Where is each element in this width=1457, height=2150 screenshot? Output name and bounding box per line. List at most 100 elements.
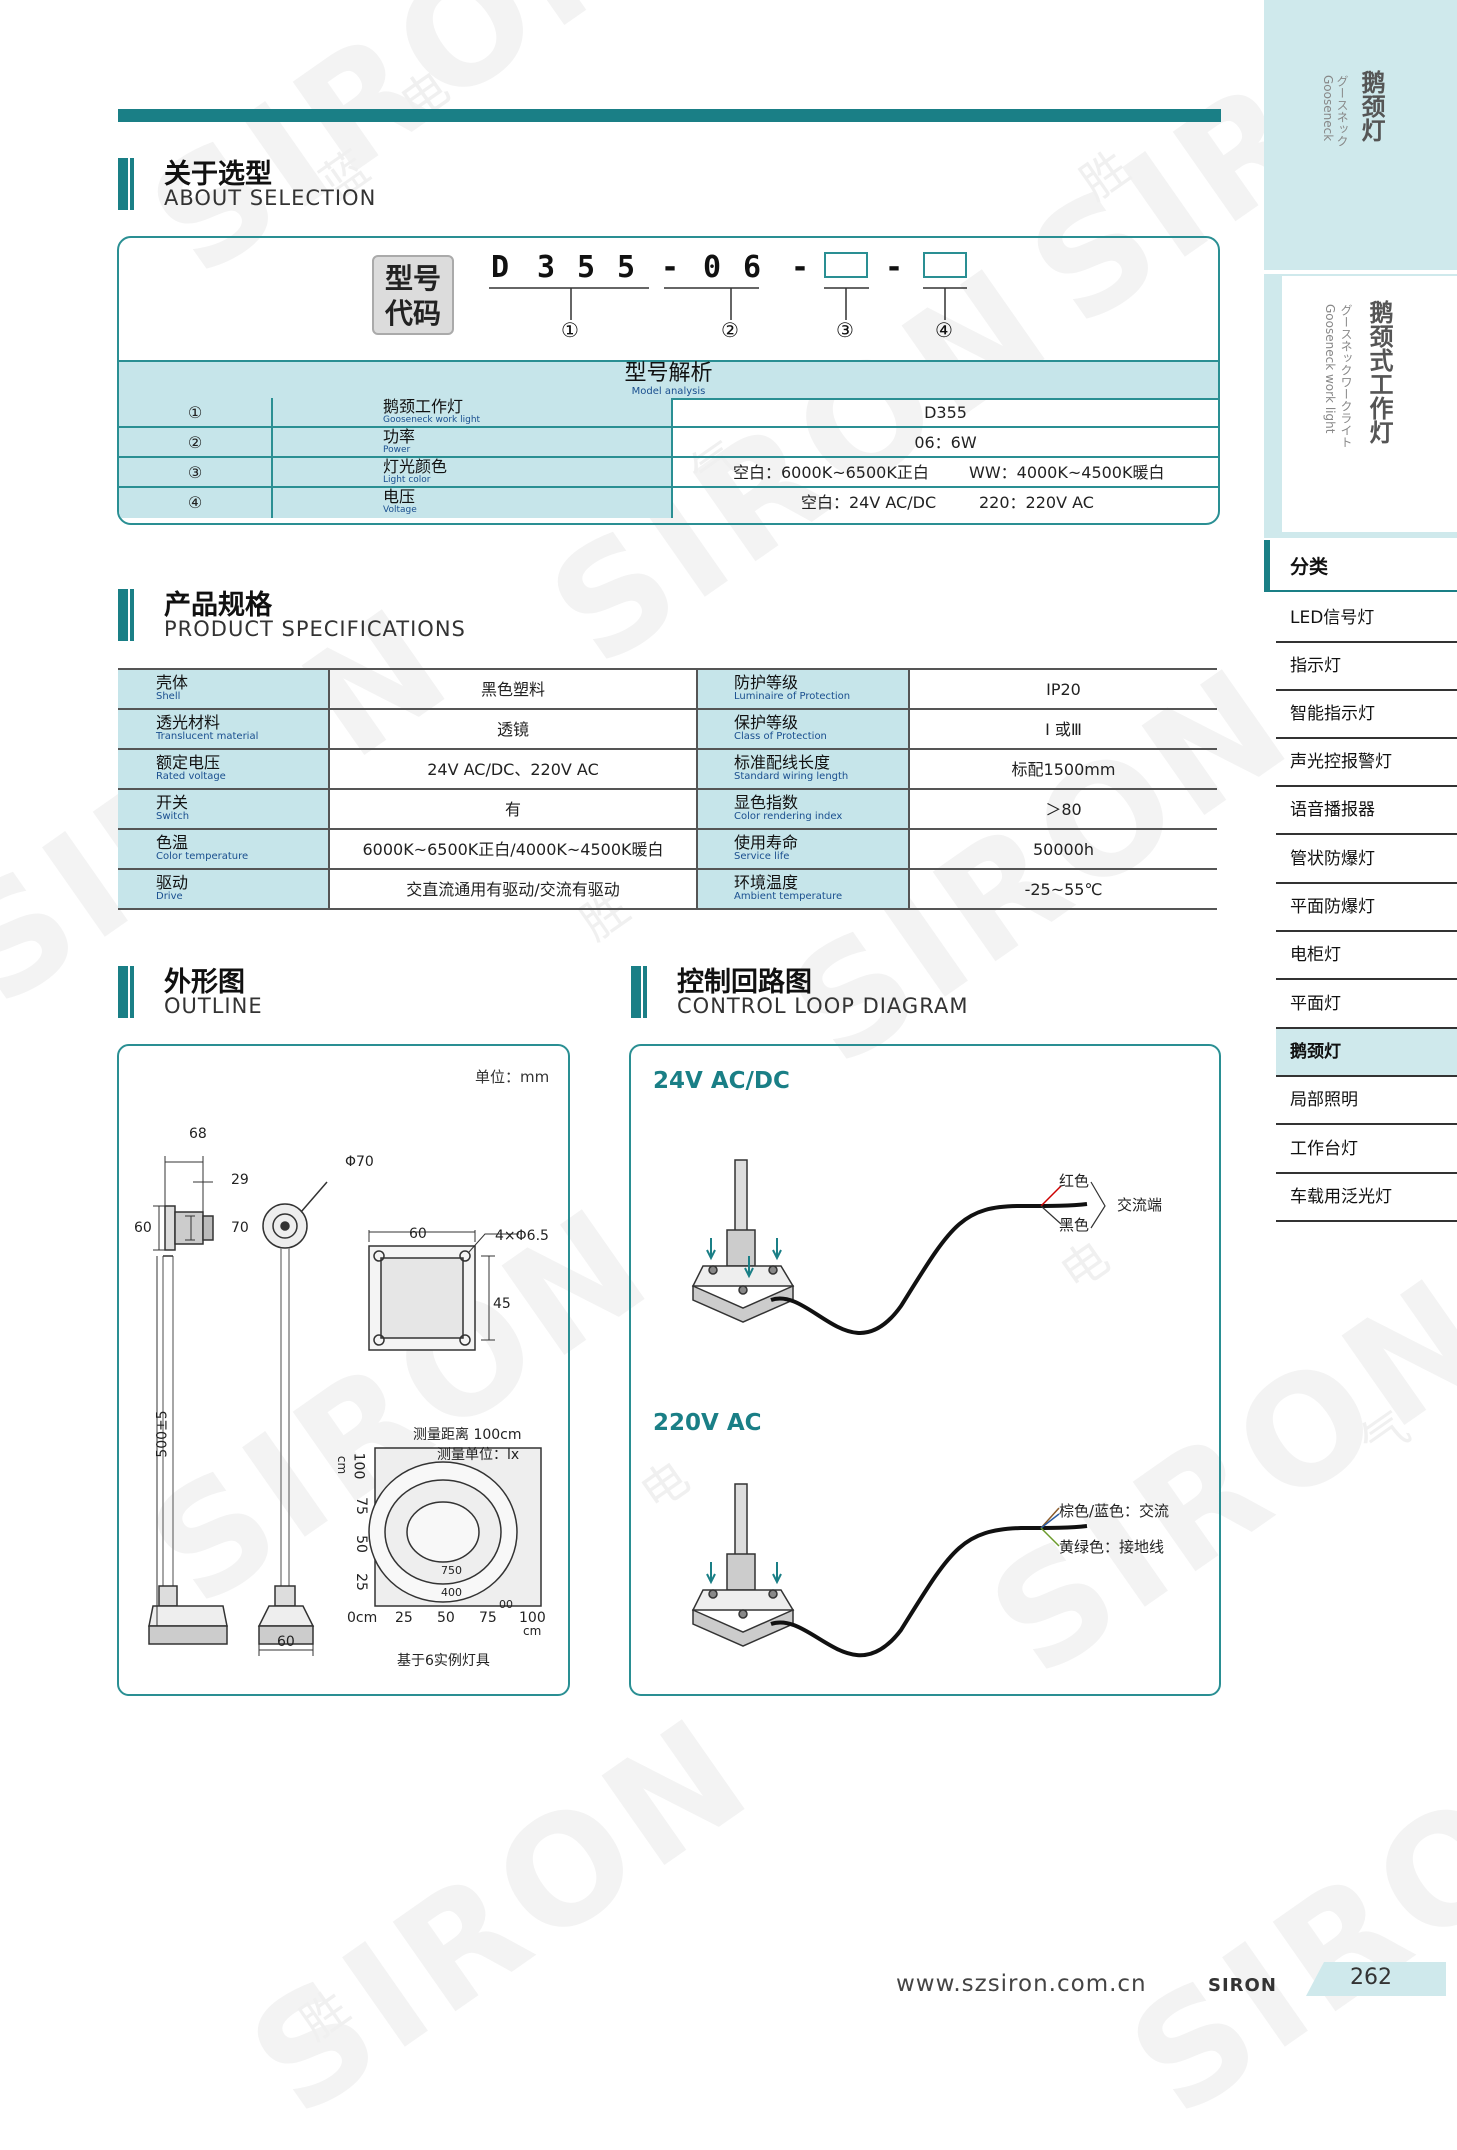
category-header: 分类 bbox=[1264, 540, 1457, 592]
spec-label-zh: 色温 bbox=[156, 833, 189, 852]
code-slot-4 bbox=[923, 252, 967, 278]
sidebar-series-panel: 鹅颈灯 グースネック Gooseneck bbox=[1264, 0, 1457, 270]
spec-value: 黑色塑料 bbox=[330, 670, 698, 708]
model-code-box: 型号 代码 D 3 5 5 - 0 6 - - ① ② ③ ④ 型号解析 Mod… bbox=[117, 236, 1220, 525]
top-accent-bar bbox=[118, 109, 1221, 122]
code-brackets bbox=[489, 287, 967, 320]
category-item[interactable]: 平面灯 bbox=[1276, 981, 1457, 1029]
row-label-zh: 功率 bbox=[383, 427, 416, 446]
category-item[interactable]: 语音播报器 bbox=[1276, 787, 1457, 835]
section-marker bbox=[631, 966, 647, 1018]
spec-label-en: Rated voltage bbox=[156, 771, 226, 782]
spec-label-en: Color temperature bbox=[156, 851, 249, 862]
category-item[interactable]: 工作台灯 bbox=[1276, 1126, 1457, 1174]
photometry-x-tick: 75 bbox=[479, 1610, 497, 1626]
spec-value: 透镜 bbox=[330, 710, 698, 748]
spec-value: -25~55℃ bbox=[1024, 880, 1103, 899]
badge-line2: 代码 bbox=[384, 297, 441, 330]
sidebar-subseries-jp: グースネックワークライト bbox=[1339, 304, 1353, 448]
photometry-x-unit: cm bbox=[523, 1624, 542, 1638]
wire-yellow-green: 黄绿色：接地线 bbox=[1059, 1538, 1165, 1556]
photometry-y-unit: cm bbox=[335, 1455, 350, 1475]
model-analysis-title: 型号解析 Model analysis bbox=[119, 360, 1218, 400]
spec-label-en: Switch bbox=[156, 811, 190, 822]
sidebar-band bbox=[1264, 274, 1280, 532]
code-slot-3 bbox=[824, 252, 868, 278]
spec-label-zh: 使用寿命 bbox=[734, 833, 799, 852]
contour-label: 400 bbox=[441, 1586, 462, 1599]
section-title-zh: 关于选型 bbox=[164, 159, 272, 190]
row-number: ① bbox=[119, 398, 271, 426]
control-diagram bbox=[691, 1159, 1106, 1658]
row-label-zh: 鹅颈工作灯 bbox=[383, 397, 464, 416]
dim-plate-60: 60 bbox=[409, 1226, 427, 1242]
category-item[interactable]: LED信号灯 bbox=[1276, 595, 1457, 643]
dim-plate-45: 45 bbox=[493, 1296, 511, 1312]
code-char: 3 bbox=[537, 250, 556, 285]
row-label-en: Gooseneck work light bbox=[383, 415, 481, 425]
circuit-label-220v: 220V AC bbox=[653, 1410, 762, 1436]
row-label-zh: 灯光颜色 bbox=[383, 457, 448, 476]
photometry-x-tick: 50 bbox=[437, 1610, 455, 1626]
section-marker bbox=[118, 589, 134, 641]
spec-label-zh: 透光材料 bbox=[156, 713, 221, 732]
model-row: ③ 灯光颜色 Light color 空白：6000K~6500K正白 WW：4… bbox=[119, 458, 1218, 488]
spec-label-en: Translucent material bbox=[156, 731, 259, 742]
section-marker bbox=[118, 158, 134, 210]
category-item[interactable]: 声光控报警灯 bbox=[1276, 739, 1457, 787]
category-item[interactable]: 局部照明 bbox=[1276, 1077, 1457, 1125]
category-item[interactable]: 管状防爆灯 bbox=[1276, 836, 1457, 884]
spec-value: 50000h bbox=[1032, 840, 1095, 859]
category-item[interactable]: 平面防爆灯 bbox=[1276, 884, 1457, 932]
spec-value: IP20 bbox=[1046, 680, 1081, 699]
sidebar-subseries-en: Gooseneck work light bbox=[1323, 304, 1337, 434]
wire-brown-blue: 棕色/蓝色：交流 bbox=[1059, 1502, 1170, 1520]
category-item[interactable]: 电柜灯 bbox=[1276, 932, 1457, 980]
contour-label: 750 bbox=[441, 1564, 462, 1577]
page-number: 262 bbox=[1350, 1965, 1392, 1990]
unit-label: 单位：mm bbox=[475, 1068, 550, 1086]
model-code-badge: 型号 代码 bbox=[372, 255, 454, 335]
category-title: 分类 bbox=[1290, 556, 1329, 578]
watermark-logo: SIRON bbox=[220, 1684, 782, 2150]
footer-url[interactable]: www.szsiron.com.cn bbox=[896, 1971, 1147, 1997]
wire-black: 黑色 bbox=[1059, 1216, 1090, 1234]
category-item[interactable]: 车载用泛光灯 bbox=[1276, 1174, 1457, 1222]
dim-70: 70 bbox=[231, 1220, 249, 1236]
wire-red: 红色 bbox=[1059, 1172, 1090, 1190]
section-title-en: CONTROL LOOP DIAGRAM bbox=[677, 994, 969, 1018]
sidebar-divider bbox=[1264, 532, 1457, 538]
spec-value: ＞80 bbox=[1045, 800, 1082, 819]
spec-label-zh: 驱动 bbox=[156, 873, 189, 892]
sidebar-subseries-panel: 鹅颈式工作灯 グースネックワークライト Gooseneck work light bbox=[1280, 274, 1457, 534]
spec-value: 标配1500mm bbox=[1011, 760, 1116, 779]
category-item[interactable]: 指示灯 bbox=[1276, 643, 1457, 691]
spec-label-en: Color rendering index bbox=[734, 811, 843, 822]
model-row: ② 功率 Power 06：6W bbox=[119, 428, 1218, 458]
spec-label-en: Service life bbox=[734, 851, 790, 862]
spec-value: 有 bbox=[330, 790, 698, 828]
section-title-en: OUTLINE bbox=[164, 994, 263, 1018]
dim-base-60: 60 bbox=[277, 1634, 295, 1650]
marker-3: ③ bbox=[836, 318, 854, 342]
spec-label-zh: 保护等级 bbox=[734, 713, 799, 732]
spec-value: 6000K~6500K正白/4000K~4500K暖白 bbox=[330, 830, 698, 868]
photometry-y-tick: 25 bbox=[352, 1573, 369, 1591]
row-label: 灯光颜色 Light color bbox=[271, 458, 671, 486]
category-item-active[interactable]: 鹅颈灯 bbox=[1276, 1029, 1457, 1077]
category-item[interactable]: 智能指示灯 bbox=[1276, 691, 1457, 739]
photometry-y-tick: 100 bbox=[350, 1452, 367, 1480]
dim-phi70: Φ70 bbox=[345, 1154, 374, 1170]
spec-label-en: Luminaire of Protection bbox=[734, 691, 851, 702]
spec-label-zh: 防护等级 bbox=[734, 673, 799, 692]
